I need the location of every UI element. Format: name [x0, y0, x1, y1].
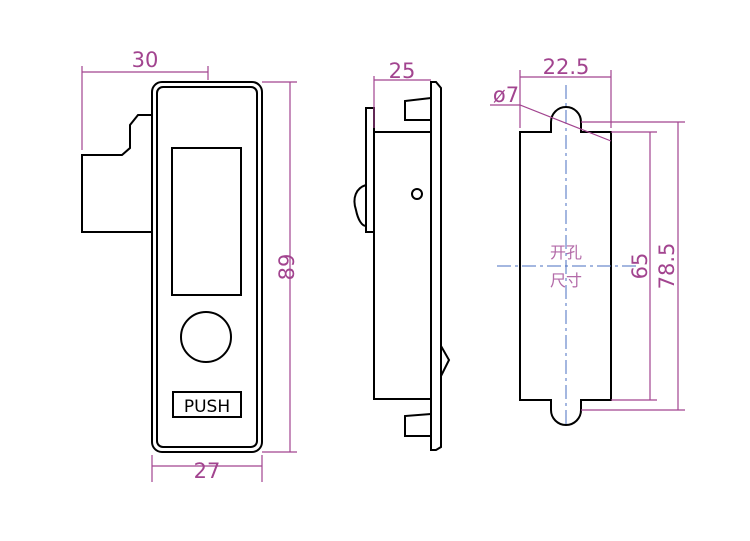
push-button: [172, 391, 242, 418]
push-label: PUSH: [184, 397, 230, 417]
dim-25-lines: [373, 76, 431, 128]
dim-hole-leader: [490, 104, 612, 142]
side-bump: [440, 345, 451, 377]
bottom-tab: [404, 413, 432, 437]
dim-30: 30: [132, 48, 159, 72]
dim-22-5: 22.5: [543, 55, 590, 79]
front-view: PUSH 30 89 27: [81, 48, 299, 483]
dim-27: 27: [194, 459, 221, 483]
dim-89: 89: [275, 254, 299, 281]
dim-78-5-lines: [581, 121, 685, 411]
side-hole: [411, 188, 423, 200]
dim-30-lines: [81, 66, 209, 150]
dim-65-lines: [611, 131, 657, 401]
dim-65: 65: [628, 253, 652, 280]
front-outer-frame: [151, 81, 263, 453]
dim-22-5-lines: [519, 70, 612, 128]
side-lip: [365, 107, 375, 233]
cutout-view: 开孔 尺寸 22.5 ø7 65 78.5: [490, 55, 685, 428]
dim-78-5: 78.5: [655, 243, 679, 290]
window: [171, 147, 242, 296]
side-plate: [430, 81, 442, 451]
side-body: [373, 131, 432, 400]
dim-25: 25: [389, 59, 416, 83]
side-knob: [353, 184, 367, 227]
side-view: 25: [353, 59, 451, 451]
cutout-label-2: 尺寸: [550, 271, 582, 290]
front-inner-frame: [156, 86, 258, 448]
lock-cylinder: [180, 311, 232, 363]
dim-hole-diameter: ø7: [493, 83, 519, 107]
latch-tongue: [81, 114, 152, 233]
dim-89-lines: [262, 81, 297, 453]
cutout-label-1: 开孔: [550, 243, 582, 262]
dim-27-lines: [151, 455, 263, 482]
top-tab: [404, 97, 432, 121]
